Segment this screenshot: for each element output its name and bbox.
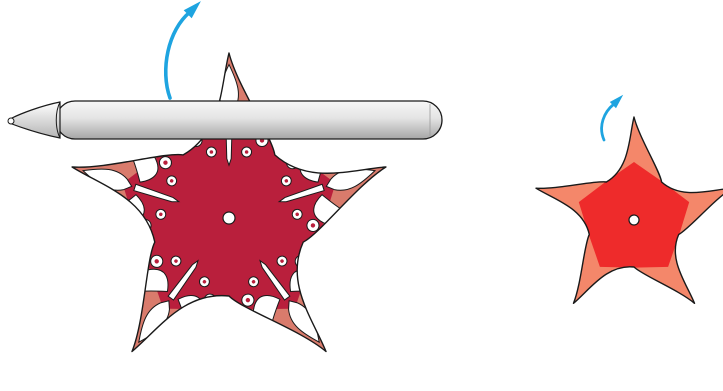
stylus-body bbox=[56, 101, 442, 139]
curl-arrow-icon bbox=[166, 12, 190, 98]
small-flower-center-hole bbox=[629, 215, 639, 225]
large-flower bbox=[70, 53, 389, 368]
stylus bbox=[8, 101, 442, 139]
stylus-tip bbox=[9, 102, 60, 138]
small-flower bbox=[536, 117, 723, 303]
curl-arrow-icon bbox=[602, 104, 614, 140]
large-flower-center-hole bbox=[223, 212, 235, 224]
